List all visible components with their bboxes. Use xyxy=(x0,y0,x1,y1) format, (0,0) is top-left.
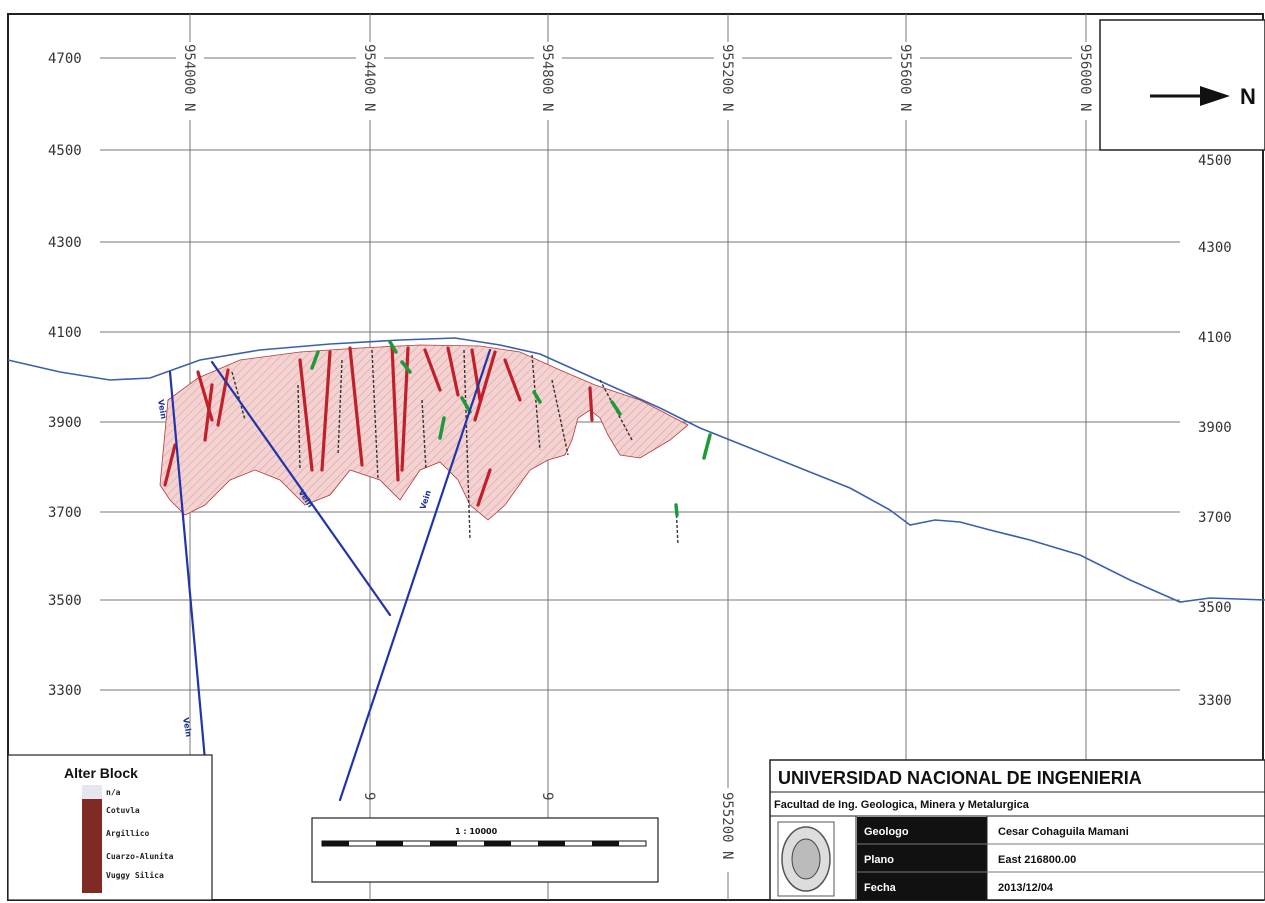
title-row-key: Plano xyxy=(864,854,894,866)
left-elevation-labels: 4700 4500 4300 4100 3900 3700 3500 3300 xyxy=(48,51,82,699)
legend-swatch xyxy=(82,785,102,799)
title-row-value: Cesar Cohaguila Mamani xyxy=(998,826,1129,838)
northing-label: 956000 N xyxy=(1077,44,1093,111)
elev-label-right: 3500 xyxy=(1198,600,1232,616)
university-name: UNIVERSIDAD NACIONAL DE INGENIERIA xyxy=(778,768,1142,788)
drill-holes xyxy=(231,349,679,546)
northing-label: 954400 N xyxy=(361,44,377,111)
elev-label-left: 4500 xyxy=(48,143,82,159)
right-elevation-labels: 4500 4300 4100 3900 3700 3500 3300 xyxy=(1198,153,1232,709)
legend-item-label: Cuarzo-Alunita xyxy=(106,851,174,861)
title-row-key: Geologo xyxy=(864,826,909,838)
bottom-tick-label: 9 xyxy=(539,792,555,800)
north-label: N xyxy=(1240,84,1256,109)
elev-label-right: 4300 xyxy=(1198,240,1232,256)
elev-label-right: 3700 xyxy=(1198,510,1232,526)
elev-label-left: 4700 xyxy=(48,51,82,67)
scale-bar: 1 : 10000 xyxy=(311,817,659,883)
legend-title: Alter Block xyxy=(64,765,138,781)
northing-labels: 954000 N 954400 N 954800 N 955200 N 9556… xyxy=(176,42,1100,872)
north-arrow-box: N xyxy=(1099,19,1265,151)
elev-label-left: 3700 xyxy=(48,505,82,521)
north-arrow-head-icon xyxy=(1200,86,1230,106)
northing-label-bottom: 955200 N xyxy=(719,792,735,859)
elev-label-left: 3900 xyxy=(48,415,82,431)
scale-ratio: 1 : 10000 xyxy=(455,827,498,836)
elev-label-right: 3900 xyxy=(1198,420,1232,436)
veins xyxy=(163,343,594,507)
fault-label: Vein xyxy=(181,717,193,738)
elev-label-left: 4100 xyxy=(48,325,82,341)
elev-label-right: 4100 xyxy=(1198,330,1232,346)
northing-label: 954000 N xyxy=(181,44,197,111)
title-row-key: Fecha xyxy=(864,882,897,894)
elev-label-left: 4300 xyxy=(48,235,82,251)
faults xyxy=(168,348,492,802)
elev-label-left: 3500 xyxy=(48,593,82,609)
bottom-tick-label: 9 xyxy=(361,792,377,800)
legend-item-label: Vuggy Silica xyxy=(106,870,164,880)
elev-label-right: 4500 xyxy=(1198,153,1232,169)
elev-label-right: 3300 xyxy=(1198,693,1232,709)
fault-label: Vein xyxy=(156,399,168,420)
legend-item-label: Argillico xyxy=(106,828,150,838)
fault-label: Vein xyxy=(418,489,433,511)
map-frame xyxy=(7,13,1264,901)
northing-label: 955200 N xyxy=(719,44,735,111)
northing-label: 954800 N xyxy=(539,44,555,111)
faculty-name: Facultad de Ing. Geologica, Minera y Met… xyxy=(774,799,1030,811)
topographic-profile xyxy=(7,337,1265,603)
legend-item-label: Cotuvla xyxy=(106,806,140,815)
title-row-value: East 216800.00 xyxy=(998,854,1076,866)
title-block: UNIVERSIDAD NACIONAL DE INGENIERIA Facul… xyxy=(769,759,1265,901)
legend-swatch xyxy=(82,799,102,893)
legend-item-label: n/a xyxy=(106,788,121,797)
legend: Alter Block n/a Cotuvla Argillico Cuarzo… xyxy=(7,754,213,901)
title-row-value: 2013/12/04 xyxy=(998,882,1054,894)
elev-label-left: 3300 xyxy=(48,683,82,699)
northing-label: 955600 N xyxy=(897,44,913,111)
green-intervals xyxy=(310,340,712,517)
